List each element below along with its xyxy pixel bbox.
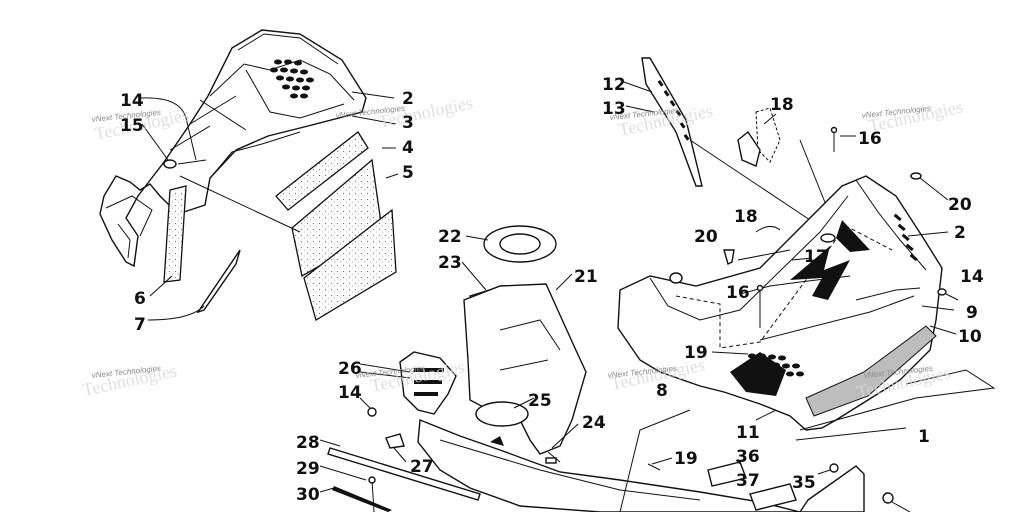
callout-22: 22	[438, 227, 462, 247]
callout-5: 5	[402, 163, 414, 183]
small-trim-piece	[196, 249, 241, 314]
callout-19-bottom: 19	[674, 449, 698, 469]
decal-stripe	[836, 220, 870, 252]
grommet-left	[669, 272, 683, 284]
callout-11: 11	[736, 423, 760, 443]
clip	[723, 249, 735, 266]
pad-small	[707, 461, 747, 487]
callout-35: 35	[792, 473, 816, 493]
callout-6: 6	[134, 289, 146, 309]
arrow-marker	[490, 436, 504, 446]
nut	[367, 407, 377, 417]
callout-26: 26	[338, 359, 362, 379]
callout-29: 29	[296, 459, 320, 479]
callout-28: 28	[296, 433, 320, 453]
callout-20-right: 20	[948, 195, 972, 215]
callout-27: 27	[410, 457, 434, 477]
callout-2-right: 2	[954, 223, 966, 243]
callout-36: 36	[736, 447, 760, 467]
grommet-upper	[820, 233, 836, 243]
callout-16-top: 16	[858, 129, 882, 149]
vertical-strip	[163, 185, 187, 283]
callout-15: 15	[120, 116, 144, 136]
callout-23: 23	[438, 253, 462, 273]
windshield-lip	[805, 325, 937, 417]
callout-24: 24	[582, 413, 606, 433]
washer	[829, 463, 839, 473]
callout-labels: 14 15 2 3 4 5 6 7 12 13 18 16 20 2 18 20…	[120, 75, 984, 505]
callout-30: 30	[296, 485, 320, 505]
callout-9: 9	[966, 303, 978, 323]
vent-holes	[270, 59, 314, 99]
callout-19-mid: 19	[684, 343, 708, 363]
small-clip	[385, 433, 405, 449]
callout-2-left: 2	[402, 89, 414, 109]
lower-side-panel	[799, 465, 865, 512]
belly-pan-assembly	[319, 225, 911, 512]
callout-12: 12	[602, 75, 626, 95]
callout-3: 3	[402, 113, 414, 133]
callout-10: 10	[958, 327, 982, 347]
callout-14-right: 14	[960, 267, 984, 287]
callout-1: 1	[918, 427, 930, 447]
decal-arrow	[790, 246, 850, 300]
callout-13: 13	[602, 99, 626, 119]
callout-17: 17	[804, 247, 828, 267]
callout-37: 37	[736, 471, 760, 491]
bracket-outline	[755, 107, 781, 163]
callout-14-center: 14	[338, 383, 362, 403]
long-strip	[327, 447, 481, 501]
plug-side	[937, 288, 947, 296]
hood	[617, 175, 943, 431]
callout-16-mid: 16	[726, 283, 750, 303]
callout-8: 8	[656, 381, 668, 401]
mount-bracket	[463, 283, 587, 455]
callout-14-left: 14	[120, 91, 144, 111]
left-side-panel-assembly	[99, 29, 399, 321]
side-vent-slats	[893, 213, 918, 262]
plug-right	[910, 172, 922, 180]
foam-pad-lower	[303, 208, 397, 321]
callout-7: 7	[134, 315, 146, 335]
callout-18-mid: 18	[734, 207, 758, 227]
callout-21: 21	[574, 267, 598, 287]
cable	[737, 130, 761, 167]
callout-18-top: 18	[770, 95, 794, 115]
trim-strip	[275, 131, 369, 211]
hood-vent-holes	[748, 353, 804, 377]
callout-4: 4	[402, 138, 414, 158]
dark-strip	[332, 486, 392, 512]
callout-20-mid: 20	[694, 227, 718, 247]
grommet	[163, 159, 177, 169]
hood-assembly	[617, 172, 996, 441]
pad-grey	[749, 483, 797, 511]
callout-25: 25	[528, 391, 552, 411]
